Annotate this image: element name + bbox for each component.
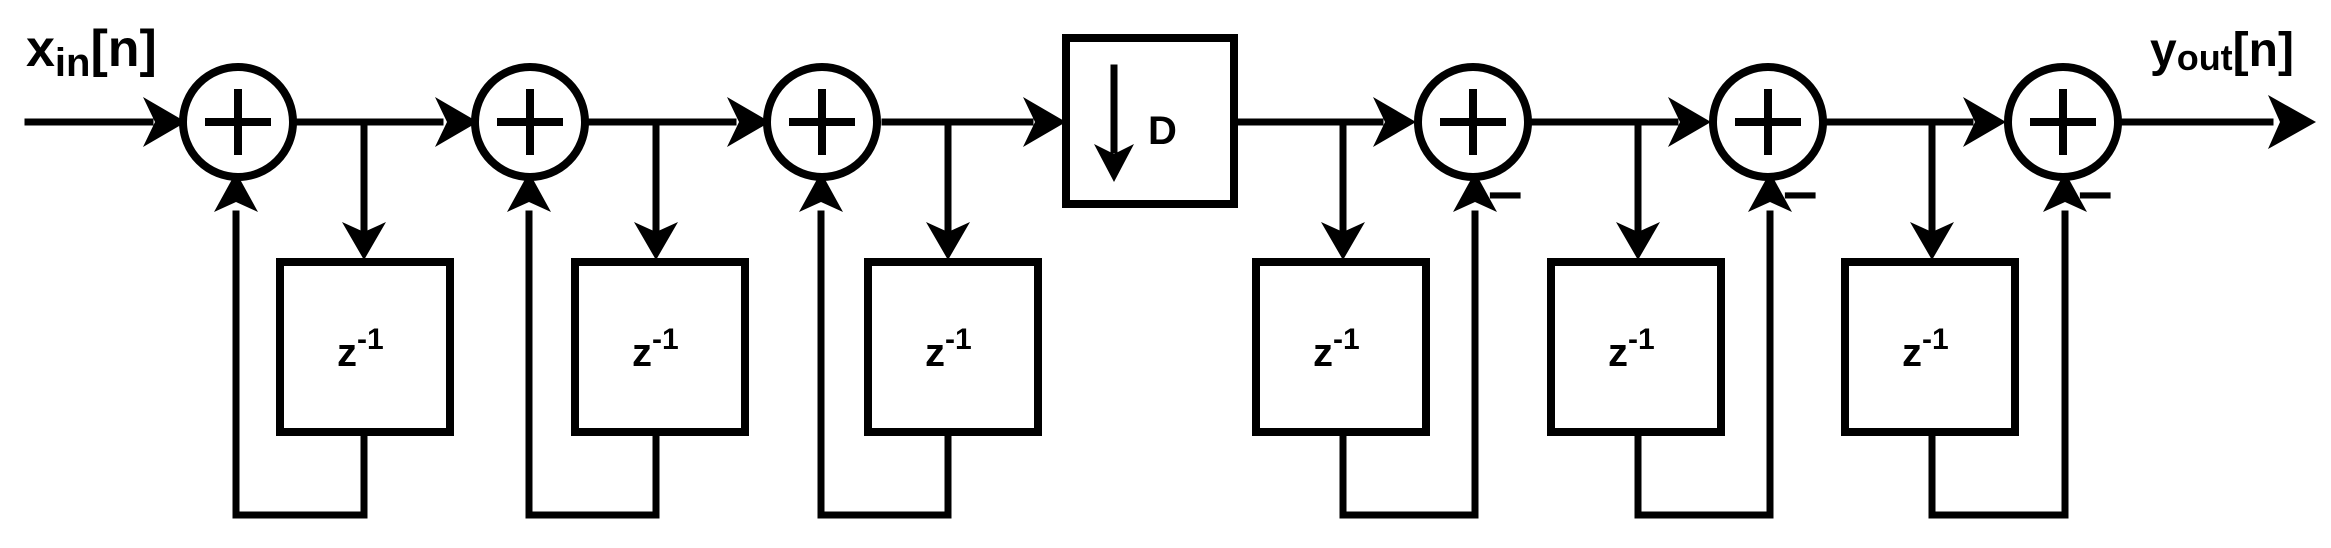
delay-z: z [925, 331, 945, 375]
delay-z: z [337, 331, 357, 375]
comb-stage-3 [1910, 118, 2087, 519]
delay-z: z [1608, 331, 1628, 375]
integrator-stage-2 [507, 118, 678, 519]
svg-text:z-1: z-1 [1608, 323, 1655, 375]
delay-exponent: -1 [1333, 323, 1360, 356]
decimator-block: D [1062, 34, 1238, 208]
signal-path [24, 95, 2316, 149]
delay-exponent: -1 [357, 323, 384, 356]
delay-z: z [1902, 331, 1922, 375]
integrator-stage-1 [214, 118, 386, 519]
adder-integrator-1 [179, 63, 297, 181]
adder-integrator-2 [471, 63, 589, 181]
delay-exponent: -1 [1628, 323, 1655, 356]
delay-block-integrator-3: z-1 [864, 258, 1042, 436]
svg-text:z-1: z-1 [1313, 323, 1360, 375]
delay-block-integrator-2: z-1 [571, 258, 749, 436]
delay-block-integrator-1: z-1 [276, 258, 454, 436]
svg-text:z-1: z-1 [632, 323, 679, 375]
output-signal-label: yout[n] [2150, 24, 2294, 78]
svg-text:z-1: z-1 [1902, 323, 1949, 375]
delay-z: z [632, 331, 652, 375]
integrator-stage-3 [799, 118, 970, 519]
delay-exponent: -1 [652, 323, 679, 356]
delay-z: z [1313, 331, 1333, 375]
minus-sign-comb-2: – [1783, 157, 1817, 226]
input-signal-label: xin[n] [26, 20, 157, 85]
delay-block-comb-1: z-1 [1252, 258, 1430, 436]
delay-block-comb-3: z-1 [1841, 258, 2019, 436]
svg-text:z-1: z-1 [337, 323, 384, 375]
svg-text:z-1: z-1 [925, 323, 972, 375]
minus-sign-comb-1: – [1488, 157, 1522, 226]
adder-integrator-3 [763, 63, 881, 181]
adder-comb-3 [2004, 63, 2122, 181]
delay-exponent: -1 [945, 323, 972, 356]
adder-comb-1 [1414, 63, 1532, 181]
comb-stage-2 [1616, 118, 1792, 519]
delay-block-comb-2: z-1 [1547, 258, 1725, 436]
delay-exponent: -1 [1922, 323, 1949, 356]
minus-sign-comb-3: – [2078, 157, 2112, 226]
adder-comb-2 [1709, 63, 1827, 181]
decimation-factor-label: D [1148, 109, 1177, 153]
comb-stage-1 [1321, 118, 1497, 519]
